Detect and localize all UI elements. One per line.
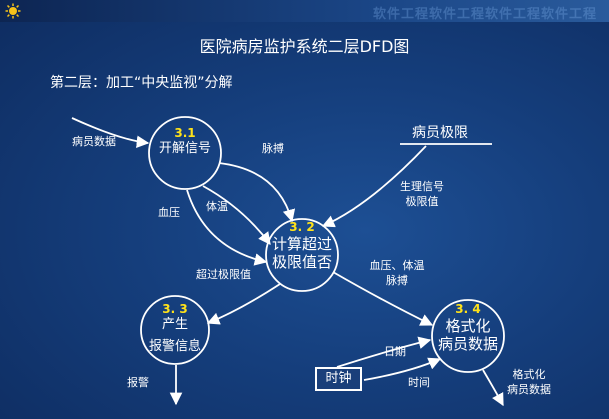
flow-blood-pressure [186, 189, 268, 266]
data-store-patient-limits: 病员极限 [412, 125, 468, 141]
flow-phys-limits [321, 145, 427, 228]
sun-icon [5, 3, 21, 19]
process-3-4-line1: 格式化 [445, 317, 491, 335]
process-3-4-circle [431, 299, 505, 373]
process-3-2-line1: 计算超过 [271, 235, 332, 253]
label-phys-limits: 生理信号 极限值 [390, 179, 454, 209]
process-3-1-number: 3.1 [174, 126, 196, 140]
process-3-2-line2: 极限值否 [271, 253, 332, 271]
flow-bp-temp-pulse [332, 271, 434, 326]
header-watermark: 软件工程软件工程软件工程软件工程 [372, 7, 597, 22]
process-3-2: 3. 2 计算超过 极限值否 [262, 220, 342, 271]
page-title: 医院病房监护系统二层DFD图 [199, 37, 410, 56]
process-3-1-name: 开解信号 [158, 141, 211, 156]
label-phys-limits-line2: 极限值 [405, 195, 439, 208]
flow-formatted-data [482, 369, 504, 407]
label-alarm: 报警 [127, 376, 149, 389]
label-formatted-line2: 病员数据 [507, 383, 551, 396]
flow-over-limit [206, 283, 281, 325]
top-bar: 软件工程软件工程软件工程软件工程 [0, 0, 609, 22]
process-3-3-line2: 报警信息 [148, 339, 201, 354]
process-3-1-circle [148, 116, 222, 190]
label-body-temp: 体温 [206, 200, 228, 213]
flow-body-temp [202, 185, 271, 246]
flow-time [363, 357, 442, 381]
label-over-limit: 超过极限值 [196, 268, 251, 281]
page-subtitle: 第二层：加工“中央监视”分解 [50, 75, 233, 91]
label-pulse-2: 脉搏 [386, 274, 408, 287]
process-3-4-number: 3. 4 [455, 302, 481, 316]
label-formatted-line1: 格式化 [512, 368, 546, 381]
label-bp-temp-pulse: 血压、体温 脉搏 [352, 258, 442, 288]
process-3-1: 3.1 开解信号 [149, 126, 221, 157]
label-phys-limits-line1: 生理信号 [400, 180, 444, 193]
process-3-3-line1: 产生 [161, 317, 188, 332]
flow-pulse [218, 162, 296, 223]
process-3-4: 3. 4 格式化 病员数据 [428, 302, 508, 353]
flow-date [336, 336, 432, 368]
label-blood-pressure: 血压 [158, 206, 180, 219]
process-3-3-number: 3. 3 [162, 302, 188, 316]
external-entity-clock: 时钟 [315, 367, 362, 391]
process-3-4-line2: 病员数据 [437, 335, 498, 353]
label-bp-temp: 血压、体温 [369, 259, 425, 272]
flow-patient-data [71, 117, 150, 149]
process-3-3: 3. 3 产生 报警信息 [138, 302, 212, 355]
label-patient-data: 病员数据 [72, 135, 116, 148]
label-time: 时间 [408, 376, 430, 389]
label-date: 日期 [384, 345, 406, 358]
label-formatted-data: 格式化 病员数据 [497, 367, 561, 397]
process-3-2-number: 3. 2 [289, 220, 315, 234]
label-pulse: 脉搏 [262, 142, 284, 155]
process-3-3-circle [140, 295, 210, 365]
